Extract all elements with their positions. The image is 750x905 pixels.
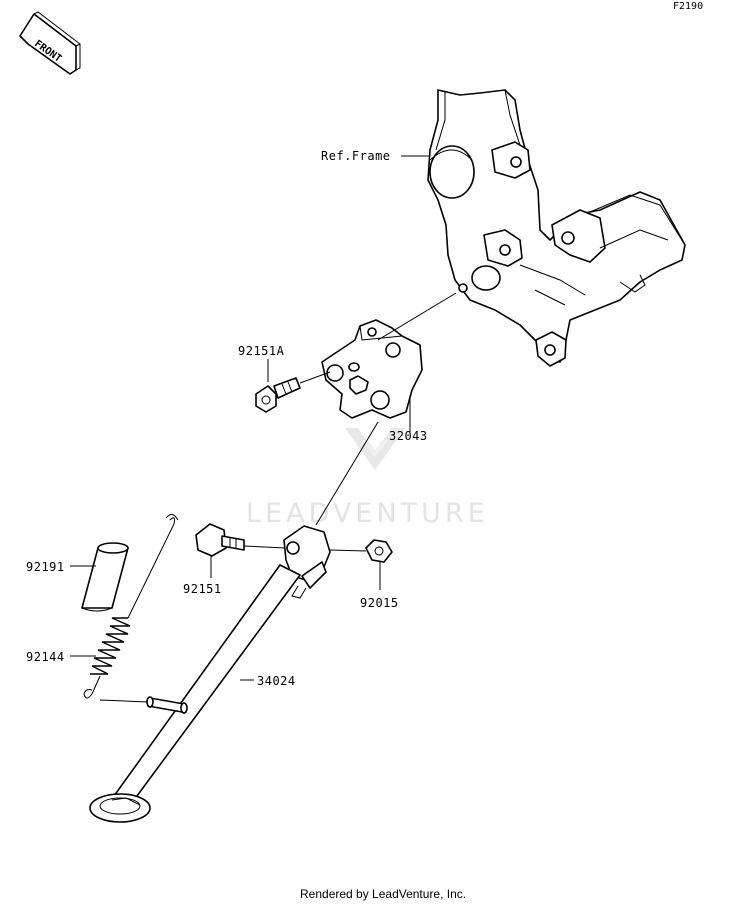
footer-text: Rendered by LeadVenture, Inc.: [300, 887, 466, 901]
bracket-32043-drawing: [321, 319, 423, 419]
label-34024: 34024: [257, 674, 296, 688]
nut-92015-drawing: [365, 539, 393, 563]
front-arrow-icon: FRONT: [19, 11, 81, 75]
watermark: LEADVENTURE: [246, 428, 489, 529]
leader-bracket-frame: [377, 292, 457, 341]
watermark-text: LEADVENTURE: [246, 498, 489, 529]
label-92015: 92015: [360, 596, 399, 610]
bolt-92151a-drawing: [255, 377, 301, 413]
side-stand-34024-drawing: [89, 525, 331, 823]
label-92151a: 92151A: [238, 344, 285, 358]
label-ref-frame: Ref.Frame: [321, 149, 391, 163]
label-92191: 92191: [26, 560, 65, 574]
diagram-code: F2190: [673, 1, 703, 12]
frame-drawing: [427, 89, 686, 367]
label-32043: 32043: [389, 429, 428, 443]
leader-92151-line: [243, 545, 286, 549]
leader-92151a-line: [299, 371, 331, 384]
bolt-92151-drawing: [195, 523, 245, 557]
sleeve-92191-drawing: [81, 542, 129, 612]
spring-92144-drawing: [83, 514, 179, 699]
leader-92015-line: [329, 549, 367, 552]
label-92144: 92144: [26, 650, 65, 664]
leader-pin: [99, 699, 149, 703]
leader-bracket-stand: [315, 421, 379, 526]
spring-pin-drawing: [146, 696, 188, 714]
label-92151: 92151: [183, 582, 222, 596]
